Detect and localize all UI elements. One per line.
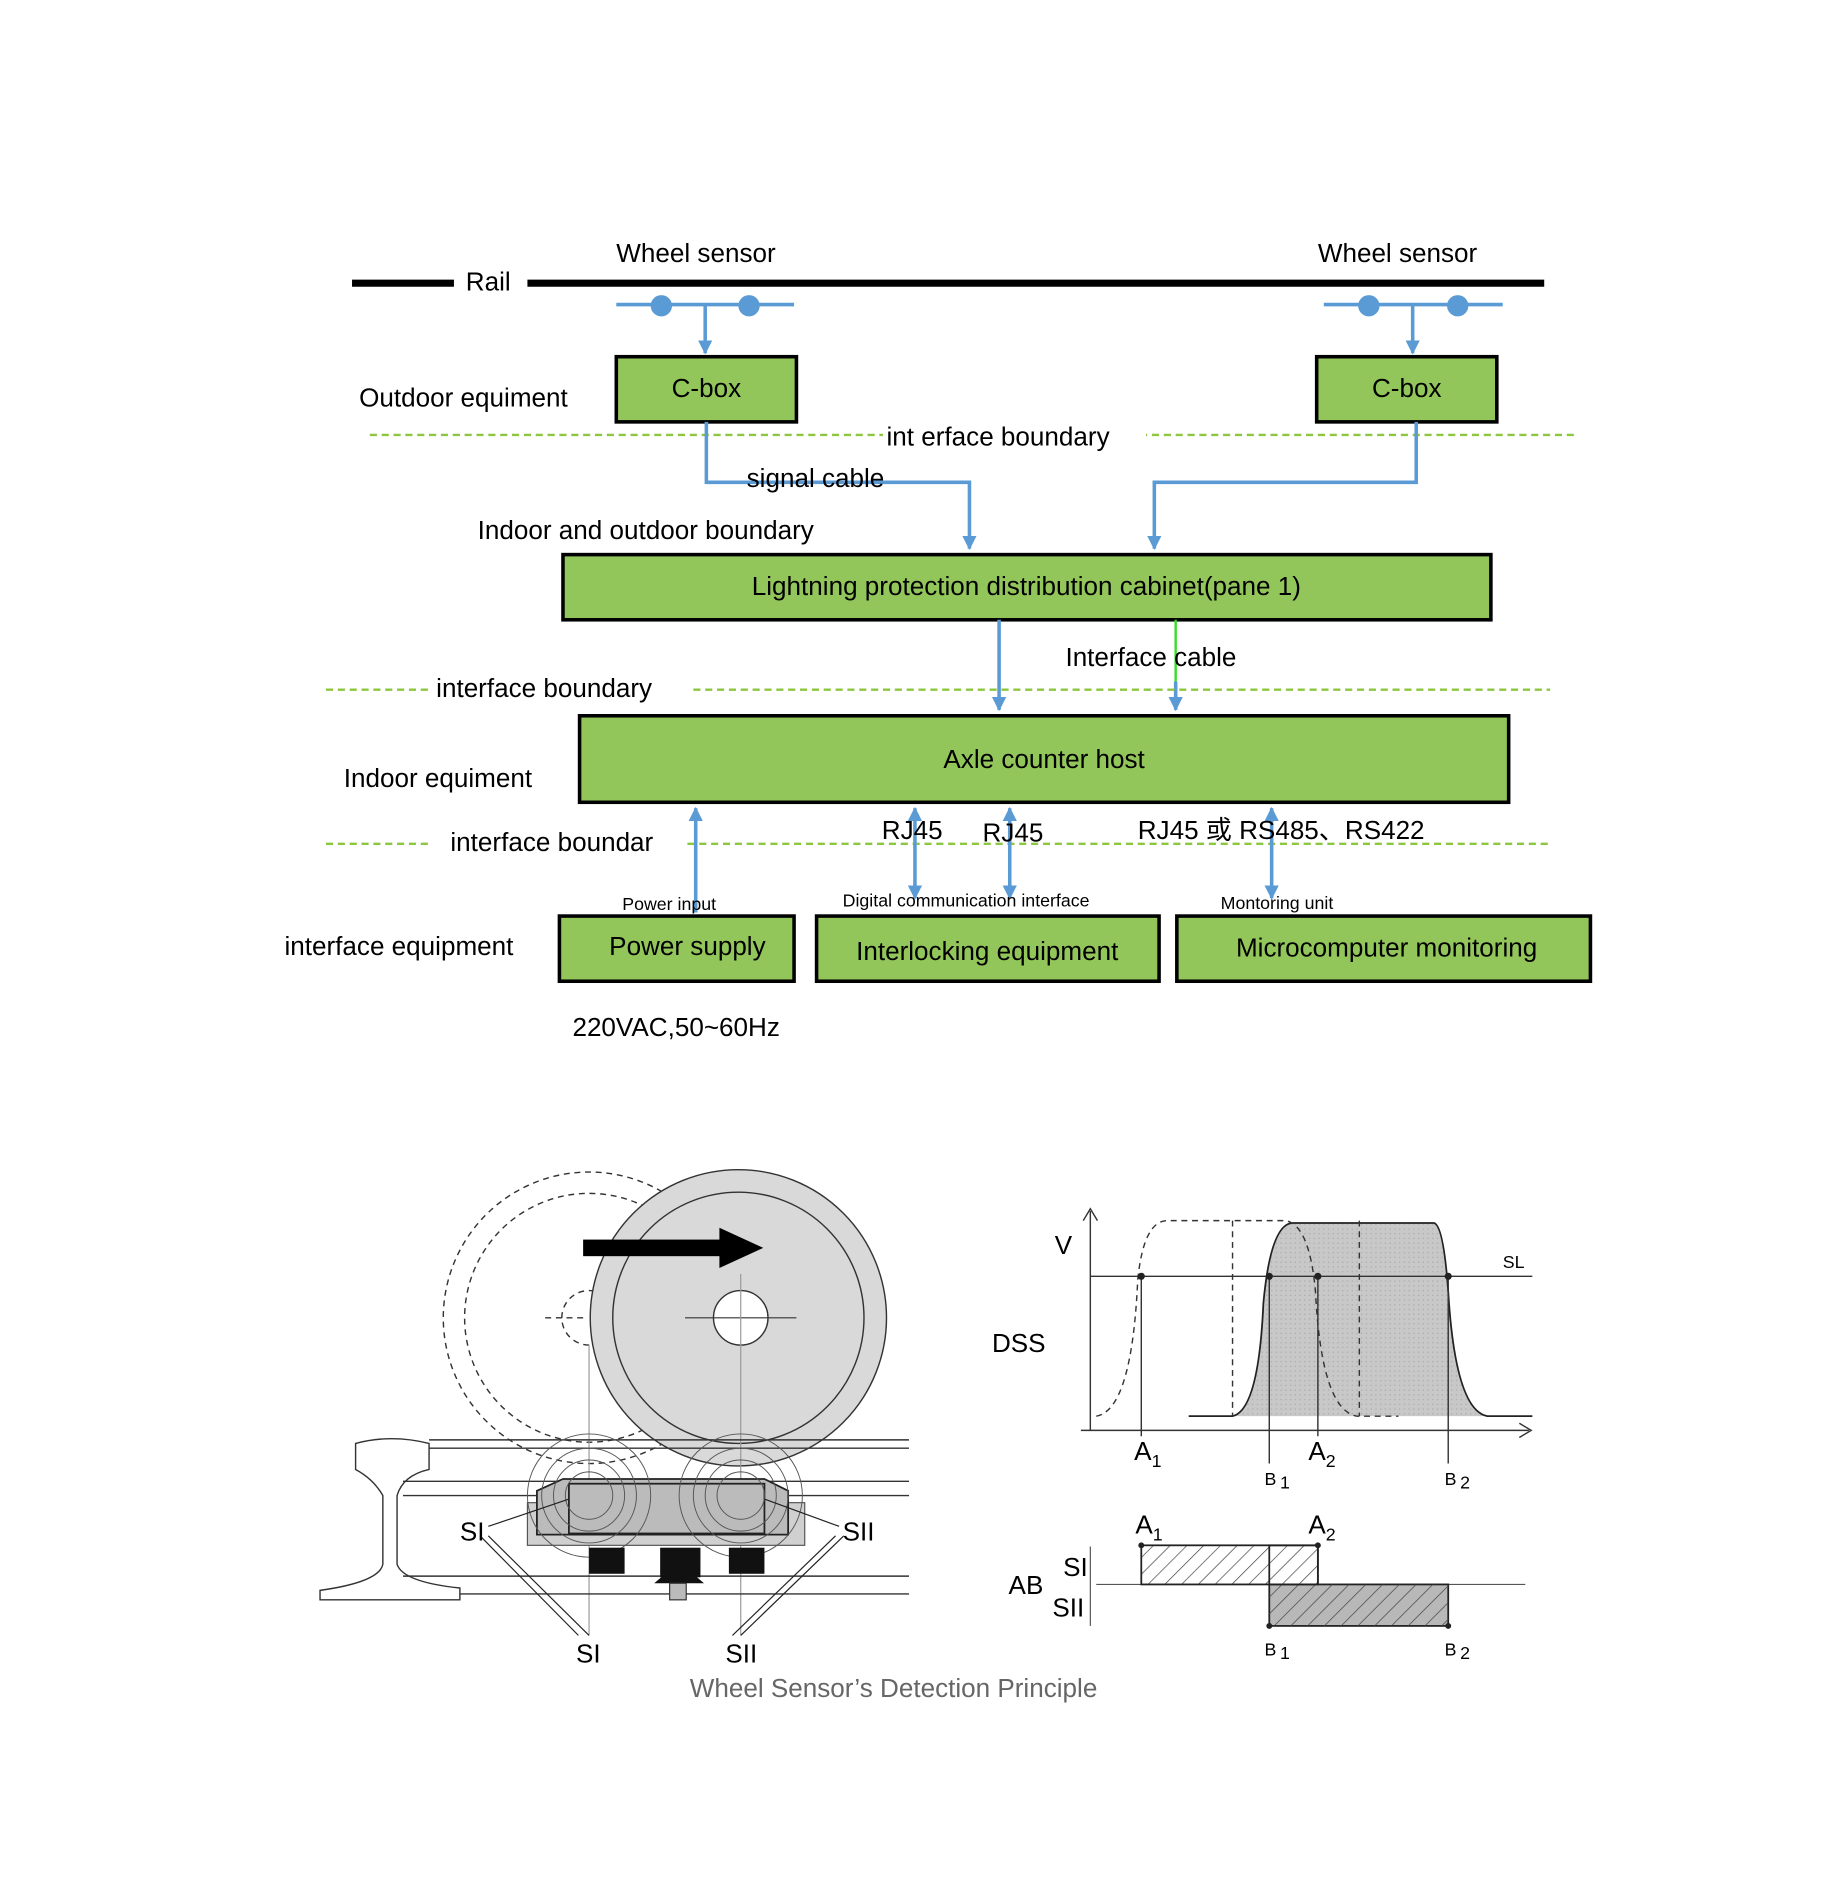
rail-label: Rail (466, 266, 511, 296)
wheel-sensor-right (1323, 295, 1503, 355)
direction-arrow-icon (583, 1227, 764, 1269)
interface-boundary-label-2: interface boundary (436, 673, 652, 703)
rj45-label-2: RJ45 (982, 817, 1043, 847)
indoor-outdoor-boundary-label: Indoor and outdoor boundary (478, 515, 814, 545)
digital-comm-label: Digital communication interface (843, 891, 1090, 911)
ab-a2-label: A2 (1308, 1509, 1335, 1544)
cbox-left-label: C-box (672, 373, 742, 403)
figure-caption: Wheel Sensor’s Detection Principle (690, 1673, 1098, 1703)
sii-label-right: SII (843, 1517, 875, 1547)
cbox-right-label: C-box (1372, 373, 1442, 403)
power-input-label: Power input (622, 894, 716, 914)
wheel-sensor-left (616, 295, 795, 355)
interface-cable-label: Interface cable (1065, 642, 1236, 672)
si-label-bottom: SI (576, 1639, 601, 1669)
v-axis-label: V (1055, 1230, 1073, 1260)
interlocking-box (814, 914, 1161, 984)
interface-equipment-label: interface equipment (284, 931, 514, 961)
dss-label: DSS (992, 1328, 1046, 1358)
axle-counter-host (577, 714, 1511, 805)
ab-si-label: SI (1063, 1552, 1088, 1582)
microcomputer-label: Microcomputer monitoring (1236, 932, 1537, 962)
interlocking-label: Interlocking equipment (856, 936, 1119, 966)
signal-cable-left (704, 421, 977, 551)
wheel-sensor-left-label: Wheel sensor (616, 238, 776, 268)
cbox-right (1314, 354, 1499, 424)
rj45-label-1: RJ45 (882, 815, 943, 845)
voltage-label: 220VAC,50~60Hz (572, 1012, 779, 1042)
rail-profile (319, 1438, 461, 1601)
rj45-rs485-label: RJ45 或 RS485、RS422 (1138, 815, 1425, 845)
ab-graph (1089, 1542, 1526, 1629)
host-label: Axle counter host (943, 744, 1145, 774)
outdoor-equipment-label: Outdoor equiment (359, 382, 568, 412)
sii-label-bottom: SII (725, 1639, 757, 1669)
ab-a1-label: A1 (1135, 1509, 1162, 1544)
interface-boundary-label-3: interface boundar (450, 827, 653, 857)
a1-label: A1 (1134, 1436, 1161, 1471)
monitoring-unit-label: Montoring unit (1221, 893, 1334, 913)
dss-graph (1080, 1207, 1533, 1464)
signal-cable-right (1147, 421, 1419, 551)
microcomputer-box (1175, 914, 1593, 984)
wheel-illustration (319, 1168, 910, 1636)
lightning-protection-cabinet (561, 552, 1493, 622)
power-supply-label: Power supply (609, 931, 765, 961)
signal-cable-label: signal cable (747, 463, 885, 493)
ab-sii-label: SII (1052, 1592, 1084, 1622)
interface-boundary-label-1: int erface boundary (887, 422, 1110, 452)
indoor-equipment-label: Indoor equiment (344, 763, 533, 793)
power-supply-box (557, 914, 796, 984)
a2-label: A2 (1308, 1436, 1335, 1471)
sl-label: SL (1503, 1252, 1525, 1272)
si-label-left: SI (460, 1517, 485, 1547)
ab-label: AB (1009, 1570, 1044, 1600)
sensor-housing (536, 1478, 790, 1536)
wheel-sensor-right-label: Wheel sensor (1318, 238, 1478, 268)
cabinet-label: Lightning protection distribution cabine… (752, 571, 1301, 601)
